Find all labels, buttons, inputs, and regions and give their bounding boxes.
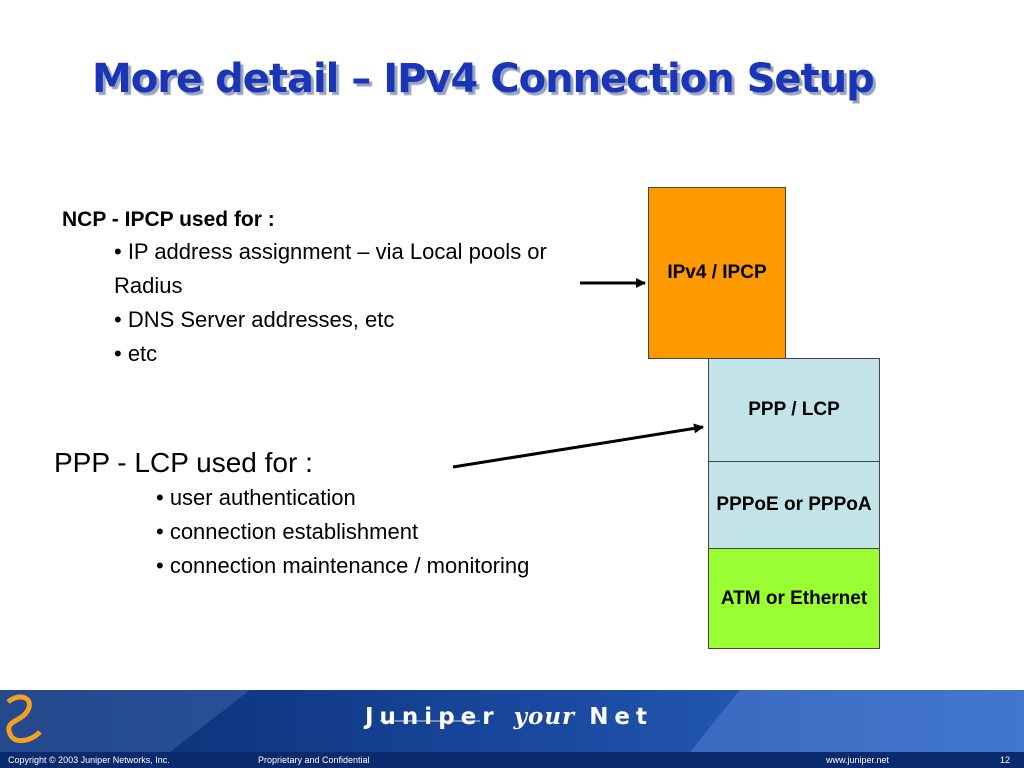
ncp-section: NCP - IPCP used for : • IP address assig… <box>62 205 582 371</box>
ppp-heading: PPP - LCP used for : <box>54 447 313 478</box>
ppp-bullet: • user authentication <box>156 485 356 510</box>
footer-confidential: Proprietary and Confidential <box>258 755 370 765</box>
footer-page-number: 12 <box>1000 755 1011 765</box>
footer-website[interactable]: www.juniper.net <box>826 755 890 765</box>
footer-bar: Copyright © 2003 Juniper Networks, Inc. … <box>0 752 1024 768</box>
ppp-arrow <box>452 423 704 469</box>
stack-layer-pppoe-label: PPPoE or PPPoA <box>716 494 872 515</box>
connector-arrows <box>452 278 704 469</box>
stack-layer-atm-label: ATM or Ethernet <box>720 587 868 609</box>
ppp-bullet-list: • user authentication • connection estab… <box>54 481 674 583</box>
ppp-bullet: • connection establishment <box>156 519 419 544</box>
stack-layer-ppp-label: PPP / LCP <box>748 399 840 420</box>
brand-net: Net <box>589 704 654 730</box>
ncp-heading: NCP - IPCP used for : <box>62 208 275 231</box>
footer-brand: Juniper your Net <box>365 703 653 730</box>
ppp-section: PPP - LCP used for : • user authenticati… <box>54 445 674 583</box>
stack-layer-ipv4: IPv4 / IPCP <box>648 187 786 359</box>
stack-layer-ipv4-label: IPv4 / IPCP <box>667 262 767 283</box>
footer-copyright: Copyright © 2003 Juniper Networks, Inc. <box>8 755 170 765</box>
ppp-bullet: • connection maintenance / monitoring <box>156 553 530 578</box>
footer-banner <box>0 690 1024 752</box>
brand-your: your <box>513 703 576 730</box>
ncp-bullet: • IP address assignment – via Local pool… <box>114 239 547 298</box>
ncp-bullet: • etc <box>114 341 158 366</box>
ncp-bullet-list: • IP address assignment – via Local pool… <box>62 235 582 371</box>
stack-layer-ppp-lcp: PPP / LCP <box>708 358 880 462</box>
brand-juniper: Juniper <box>365 704 500 730</box>
stack-layer-pppoe: PPPoE or PPPoA <box>708 461 880 549</box>
ncp-bullet: • DNS Server addresses, etc <box>114 307 395 332</box>
stack-layer-atm: ATM or Ethernet <box>708 548 880 649</box>
juniper-swoosh-icon <box>6 694 42 743</box>
slide-title: More detail – IPv4 Connection Setup <box>92 56 875 102</box>
